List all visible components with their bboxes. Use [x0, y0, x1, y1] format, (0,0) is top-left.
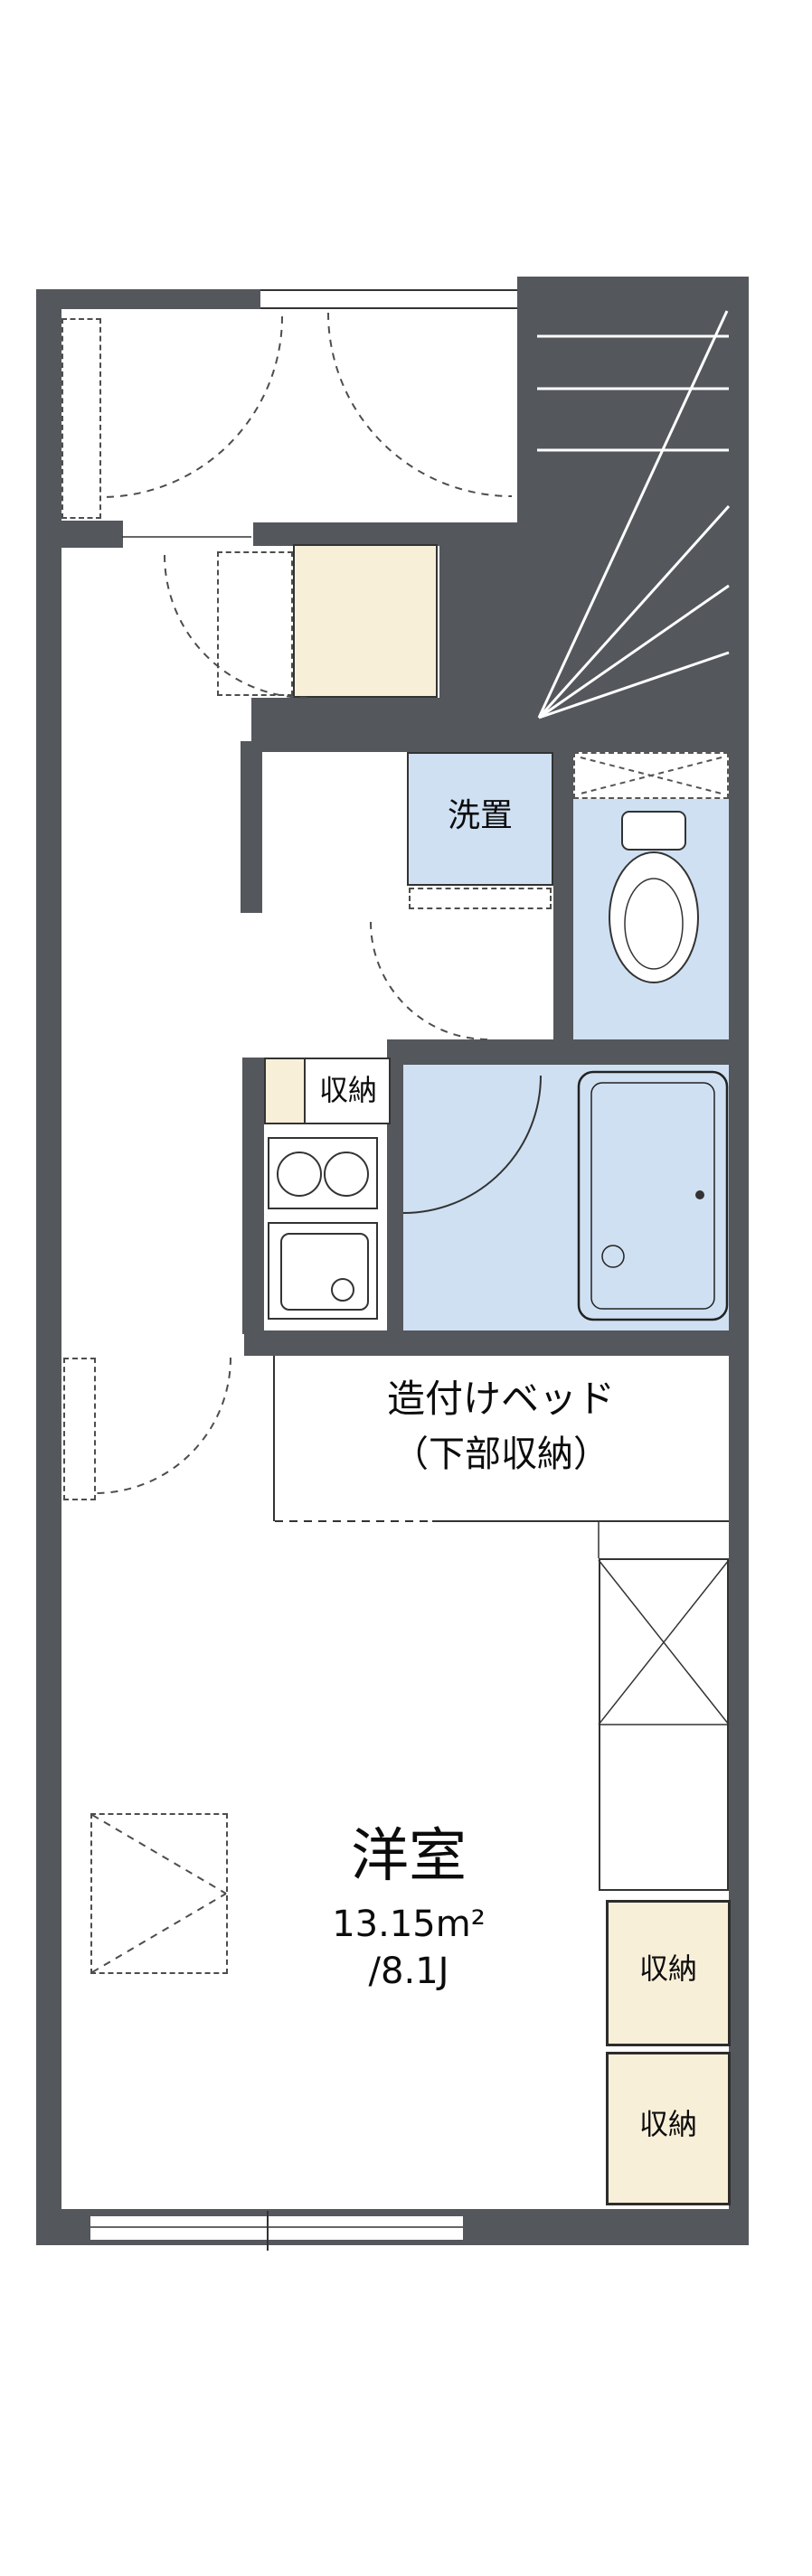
wall-left [36, 289, 61, 2245]
wall-corridor-right [241, 741, 262, 913]
staircase-block [517, 277, 749, 739]
main-room-size: /8.1J [368, 1951, 449, 1992]
wall-above-entry-step [253, 522, 537, 546]
room-door-leaf-outline [63, 1358, 96, 1500]
furniture-outline [90, 1813, 228, 1974]
wall-kitchen-left [242, 1058, 264, 1334]
closet-tall [599, 1558, 729, 1891]
closet-upper-label: 収納 [638, 1951, 697, 1986]
sink-basin [280, 1233, 369, 1311]
entry-closet-outline [217, 551, 293, 696]
built-in-bed [273, 1356, 729, 1521]
wall-right [729, 277, 749, 2245]
toilet-window [573, 752, 729, 799]
wall-toilet-left [553, 752, 573, 1039]
closet-upper [606, 1900, 731, 2046]
wall-left-stub [36, 521, 123, 548]
shoe-cabinet-outline [61, 318, 101, 519]
closet-lower-label: 収納 [638, 2107, 697, 2141]
wall-below-toilet [403, 1039, 749, 1065]
bed-boundary [275, 1520, 729, 1558]
wall-top-left [36, 289, 260, 309]
wall-kitchen-bath [387, 1039, 403, 1330]
main-room-area: 13.15m² [332, 1904, 486, 1945]
bathroom [403, 1065, 729, 1330]
wall-below-bath [244, 1330, 749, 1356]
stove-burner-right [324, 1152, 369, 1197]
bed-label-2: （下部収納） [392, 1434, 609, 1475]
main-room-name: 洋室 [351, 1823, 467, 1890]
wall-below-entry-step [251, 698, 458, 752]
kitchen-storage-shelf [266, 1059, 306, 1123]
closet-lower [606, 2052, 731, 2205]
window-bottom [90, 2216, 463, 2240]
toilet-room [573, 799, 729, 1039]
kitchen-stove [268, 1137, 378, 1209]
sink-drain [331, 1278, 354, 1302]
washer-counter-outline [409, 888, 552, 909]
kitchen-sink [268, 1222, 378, 1320]
stove-burner-left [277, 1152, 322, 1197]
bed-label-1: 造付けベッド [386, 1377, 615, 1421]
kitchen-storage-box [264, 1058, 391, 1124]
entrance-door [260, 289, 517, 309]
entrance-step [293, 544, 438, 698]
washer-space [407, 752, 553, 886]
washer-label: 洗置 [447, 797, 513, 834]
kitchen-storage-label: 収納 [318, 1073, 377, 1107]
